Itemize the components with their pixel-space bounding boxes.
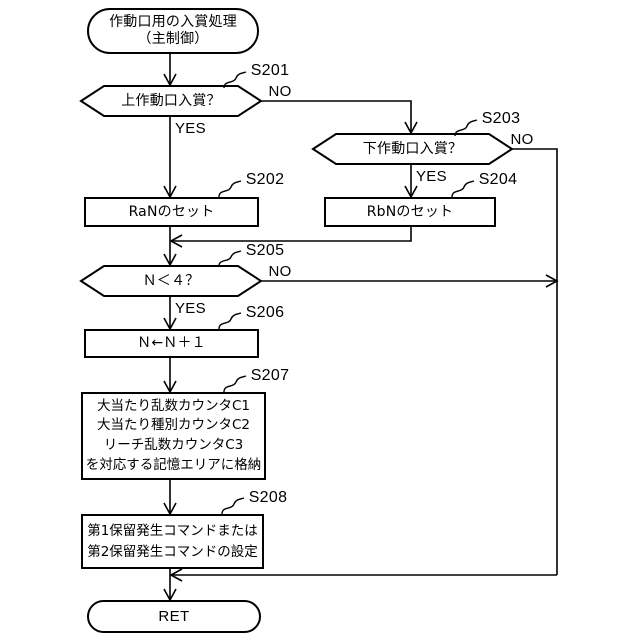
s206-label: Ｎ←Ｎ＋１ bbox=[137, 335, 206, 352]
s202-process-shape bbox=[84, 197, 259, 227]
s203-yes-label: YES bbox=[416, 168, 447, 185]
arrowhead-s205-yes-to-s206 bbox=[163, 317, 177, 331]
s207-line-2: 大当たり種別カウンタC2 bbox=[96, 417, 250, 434]
s206-process-text: Ｎ←Ｎ＋１ bbox=[85, 330, 258, 357]
s205-step-label: S205 bbox=[245, 242, 285, 259]
s206-step-label: S206 bbox=[245, 304, 285, 321]
arrowhead-s207-to-s208 bbox=[163, 502, 177, 516]
arrowhead-start-to-s201 bbox=[163, 73, 177, 87]
arrowhead-s205-no-to-rail bbox=[545, 274, 559, 288]
s205-label: Ｎ＜４？ bbox=[142, 272, 200, 289]
s208-process-shape bbox=[81, 514, 264, 569]
conn-s204-to-spine bbox=[172, 226, 412, 242]
s204-step-label: S204 bbox=[478, 171, 518, 188]
arrowhead-s201-yes-to-s202 bbox=[163, 185, 177, 199]
arrowhead-s201-no-to-s203 bbox=[404, 121, 418, 135]
s201-decision-text: 上作動口入賞？ bbox=[81, 86, 261, 116]
s203-step-label: S203 bbox=[481, 110, 521, 127]
conn-s203-no-to-ret-rail bbox=[512, 148, 558, 575]
arrowhead-s208-to-ret bbox=[163, 588, 177, 602]
conn-s201-no-to-s203 bbox=[261, 100, 412, 132]
s201-step-label: S201 bbox=[250, 62, 290, 79]
arrowhead-s204-to-spine bbox=[169, 234, 183, 248]
start-terminator-shape bbox=[87, 8, 259, 54]
s202-step-label: S202 bbox=[245, 171, 285, 188]
s202-label: RaNのセット bbox=[128, 203, 215, 220]
ret-terminator-shape bbox=[87, 600, 261, 633]
leader-s205 bbox=[218, 250, 242, 267]
s201-yes-label: YES bbox=[175, 120, 206, 137]
start-line-1: 作動口用の入賞処理 bbox=[109, 14, 237, 31]
leader-s203 bbox=[454, 119, 478, 137]
leader-s204 bbox=[451, 180, 475, 198]
s207-process-shape bbox=[81, 392, 266, 480]
s203-decision-text: 下作動口入賞？ bbox=[313, 134, 512, 164]
s206-process-shape bbox=[84, 329, 259, 358]
s205-yes-label: YES bbox=[175, 300, 206, 317]
s207-line-3: リーチ乱数カウンタC3 bbox=[103, 437, 244, 453]
leader-s208 bbox=[221, 497, 245, 515]
s201-no-label: NO bbox=[268, 83, 292, 100]
arrowhead-s206-to-s207 bbox=[163, 380, 177, 394]
s208-step-label: S208 bbox=[248, 489, 288, 506]
s207-process-text: 大当たり乱数カウンタC1 大当たり種別カウンタC2 リーチ乱数カウンタC3 を対… bbox=[82, 393, 265, 479]
start-terminator-text: 作動口用の入賞処理 （主制御） bbox=[88, 9, 258, 53]
s203-no-label: NO bbox=[510, 131, 534, 148]
arrowhead-rail-to-spine bbox=[169, 568, 183, 582]
leader-s207 bbox=[223, 375, 247, 393]
s205-no-label: NO bbox=[268, 263, 292, 280]
start-line-2: （主制御） bbox=[137, 31, 209, 47]
s208-process-text: 第1保留発生コマンドまたは 第2保留発生コマンドの設定 bbox=[82, 515, 263, 568]
s204-label: RbNのセット bbox=[366, 203, 454, 220]
arrowhead-s203-yes-to-s204 bbox=[404, 185, 418, 199]
leader-s202 bbox=[218, 180, 242, 198]
s208-line-2: 第2保留発生コマンドの設定 bbox=[87, 543, 258, 560]
s207-line-1: 大当たり乱数カウンタC1 bbox=[96, 397, 250, 414]
ret-terminator-text: RET bbox=[88, 601, 260, 632]
s201-label: 上作動口入賞？ bbox=[121, 92, 221, 109]
s207-line-4: を対応する記憶エリアに格納 bbox=[85, 456, 262, 473]
leader-s201 bbox=[223, 71, 247, 89]
s208-line-1: 第1保留発生コマンドまたは bbox=[87, 522, 258, 539]
s207-step-label: S207 bbox=[250, 367, 290, 384]
leader-s206 bbox=[218, 312, 242, 330]
arrowhead-s202-to-s205 bbox=[163, 253, 177, 267]
s202-process-text: RaNのセット bbox=[85, 198, 258, 226]
s205-decision-text: Ｎ＜４？ bbox=[81, 266, 261, 296]
s204-process-text: RbNのセット bbox=[325, 198, 495, 226]
s204-process-shape bbox=[324, 197, 496, 227]
s203-label: 下作動口入賞？ bbox=[362, 140, 463, 157]
ret-label: RET bbox=[158, 607, 190, 625]
